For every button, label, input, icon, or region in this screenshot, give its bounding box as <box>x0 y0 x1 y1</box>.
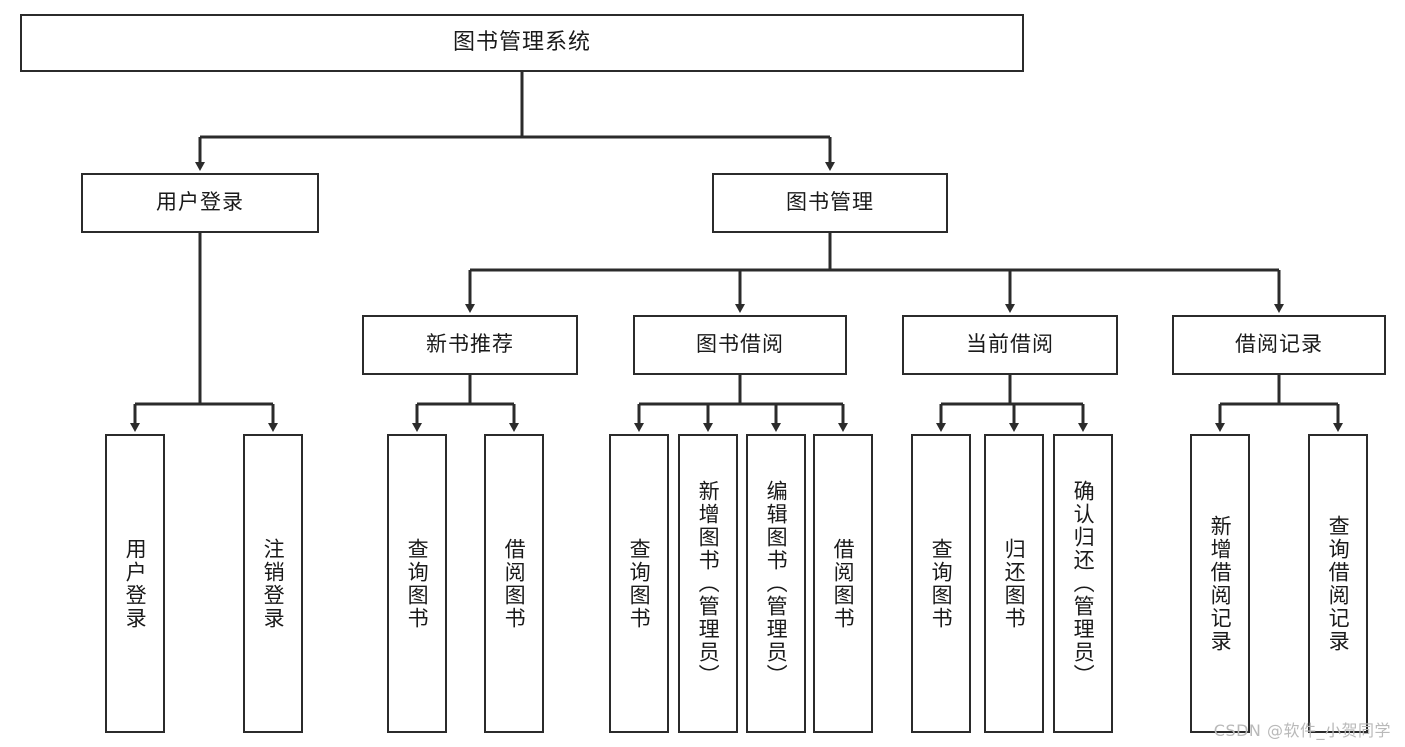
node-leaf-query-book-rec[interactable]: 查询图书 <box>387 434 447 733</box>
node-leaf-query-borrow-record-label: 查询借阅记录 <box>1326 514 1351 653</box>
node-leaf-query-borrow-record[interactable]: 查询借阅记录 <box>1308 434 1368 733</box>
node-new-book-recommend[interactable]: 新书推荐 <box>362 315 578 375</box>
node-borrow-record-label: 借阅记录 <box>1235 332 1323 357</box>
node-leaf-query-book-borrow-label: 查询图书 <box>627 537 652 630</box>
node-leaf-user-login-label: 用户登录 <box>123 537 148 630</box>
node-leaf-borrow-book-label: 借阅图书 <box>831 537 856 630</box>
node-leaf-user-login[interactable]: 用户登录 <box>105 434 165 733</box>
node-leaf-query-book-rec-label: 查询图书 <box>405 537 430 630</box>
node-leaf-query-book-borrow[interactable]: 查询图书 <box>609 434 669 733</box>
node-leaf-borrow-book[interactable]: 借阅图书 <box>813 434 873 733</box>
node-book-management[interactable]: 图书管理 <box>712 173 948 233</box>
node-leaf-add-borrow-record[interactable]: 新增借阅记录 <box>1190 434 1250 733</box>
node-leaf-return-book[interactable]: 归还图书 <box>984 434 1044 733</box>
node-leaf-borrow-book-rec[interactable]: 借阅图书 <box>484 434 544 733</box>
watermark: CSDN @软件_小贺同学 <box>1213 721 1391 740</box>
node-current-borrow-label: 当前借阅 <box>966 332 1054 357</box>
node-leaf-confirm-return-admin-label: 确认归还（管理员） <box>1071 480 1096 687</box>
node-leaf-add-borrow-record-label: 新增借阅记录 <box>1208 514 1233 653</box>
node-root[interactable]: 图书管理系统 <box>20 14 1024 72</box>
node-leaf-confirm-return-admin[interactable]: 确认归还（管理员） <box>1053 434 1113 733</box>
node-book-borrow-label: 图书借阅 <box>696 332 784 357</box>
node-leaf-logout-login[interactable]: 注销登录 <box>243 434 303 733</box>
node-user-login[interactable]: 用户登录 <box>81 173 319 233</box>
node-book-borrow[interactable]: 图书借阅 <box>633 315 847 375</box>
node-book-management-label: 图书管理 <box>786 190 874 215</box>
node-borrow-record[interactable]: 借阅记录 <box>1172 315 1386 375</box>
node-leaf-borrow-book-rec-label: 借阅图书 <box>502 537 527 630</box>
node-leaf-add-book-admin[interactable]: 新增图书（管理员） <box>678 434 738 733</box>
node-current-borrow[interactable]: 当前借阅 <box>902 315 1118 375</box>
node-leaf-logout-login-label: 注销登录 <box>261 537 286 630</box>
node-leaf-return-book-label: 归还图书 <box>1002 537 1027 630</box>
node-leaf-edit-book-admin[interactable]: 编辑图书（管理员） <box>746 434 806 733</box>
node-new-book-recommend-label: 新书推荐 <box>426 332 514 357</box>
node-leaf-add-book-admin-label: 新增图书（管理员） <box>696 480 721 687</box>
node-leaf-query-book-current[interactable]: 查询图书 <box>911 434 971 733</box>
node-leaf-edit-book-admin-label: 编辑图书（管理员） <box>764 480 789 687</box>
node-user-login-label: 用户登录 <box>156 190 244 215</box>
node-leaf-query-book-current-label: 查询图书 <box>929 537 954 630</box>
node-root-label: 图书管理系统 <box>452 29 591 55</box>
